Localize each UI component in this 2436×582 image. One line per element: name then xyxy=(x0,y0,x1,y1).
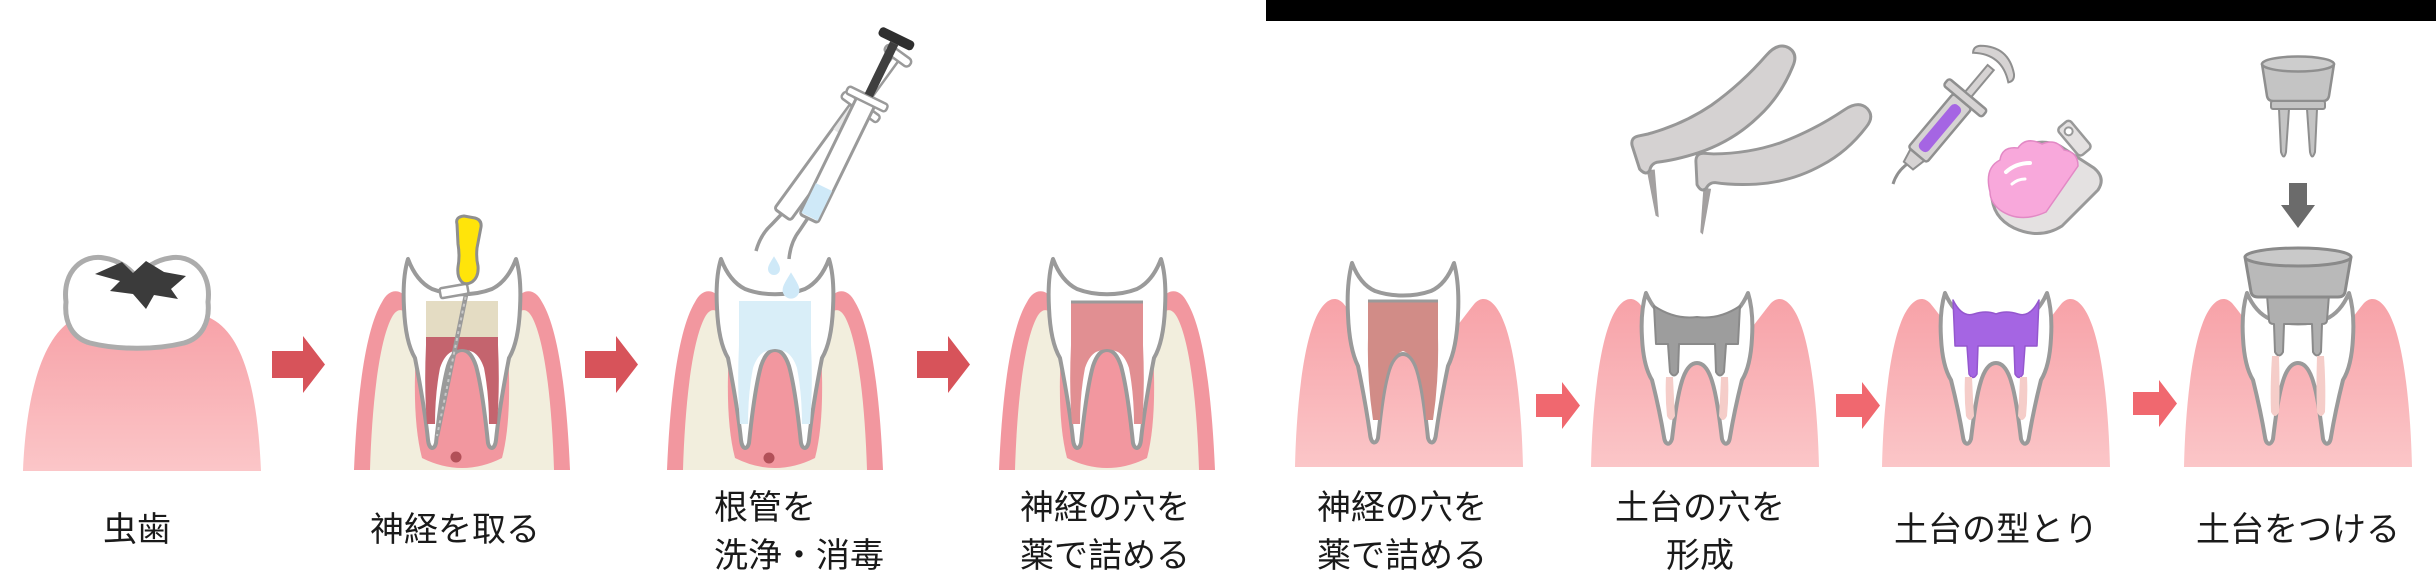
metal-core-in-tooth xyxy=(2243,246,2353,416)
post-hole xyxy=(1653,305,1741,377)
step2-label: 神経を取る xyxy=(370,510,540,550)
step5-label: 神経の穴を薬で詰める xyxy=(1317,488,1487,576)
arrow-step7-to-step8 xyxy=(2133,380,2177,427)
step7-label: 土台の型とり xyxy=(1894,510,2098,550)
step7-post-impression-illustration xyxy=(1872,35,2110,467)
step6-shape-post-hole-illustration xyxy=(1591,43,1874,467)
metal-cap xyxy=(2243,255,2353,299)
step5-filled-canal-illustration xyxy=(1295,261,1523,467)
step8-label: 土台をつける xyxy=(2196,510,2400,550)
step4-fill-canal-illustration xyxy=(999,257,1215,470)
step8-attach-post-illustration xyxy=(2184,55,2412,467)
metal-post-core-icon xyxy=(2260,55,2336,228)
step6-label: 土台の穴を形成 xyxy=(1615,488,1785,576)
top-black-bar xyxy=(1266,0,2436,21)
arrow-step6-to-step7 xyxy=(1836,382,1880,429)
root-canal-file-icon xyxy=(434,214,483,437)
step3-rinse-disinfect-illustration xyxy=(667,22,921,470)
impression-material-in-tooth xyxy=(1952,299,2040,379)
step1-label: 虫歯 xyxy=(103,510,171,550)
arrow-step5-to-step6 xyxy=(1536,382,1580,429)
down-arrow-icon xyxy=(2281,183,2315,228)
impression-syringe-tray-icon xyxy=(1872,35,2103,235)
arrow-step2-to-step3 xyxy=(585,336,638,393)
gum xyxy=(23,314,261,471)
apex-lesion-dot xyxy=(450,451,462,463)
impression-tray xyxy=(1987,119,2103,235)
canal-filling xyxy=(1367,301,1439,420)
step4-label: 神経の穴を薬で詰める xyxy=(1020,488,1190,576)
cavity-spot xyxy=(95,261,186,309)
apex-lesion-dot xyxy=(763,452,775,464)
arrow-step1-to-step2 xyxy=(272,336,325,393)
step1-decayed-tooth-illustration xyxy=(23,254,261,471)
arrow-step3-to-step4 xyxy=(917,336,970,393)
step3-label: 根管を洗浄・消毒 xyxy=(714,488,884,576)
dental-handpieces-icon xyxy=(1621,43,1874,260)
step2-remove-nerve-illustration xyxy=(354,214,570,470)
